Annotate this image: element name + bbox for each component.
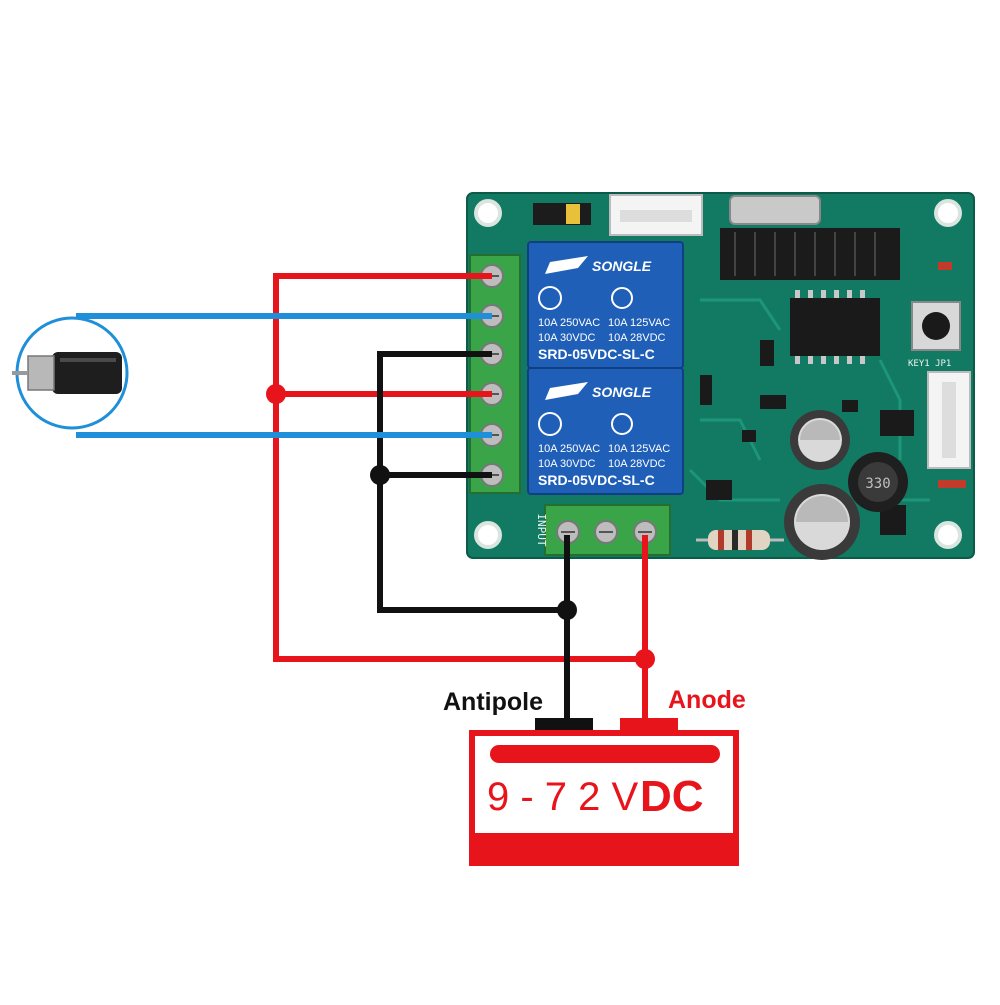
positive-pole-label: Anode bbox=[668, 686, 746, 714]
positive-wire bbox=[273, 273, 645, 662]
inductor-label: 330 bbox=[865, 476, 890, 492]
rf-module bbox=[720, 228, 900, 280]
wires bbox=[76, 273, 655, 722]
smd-components bbox=[700, 340, 914, 535]
motor-gearbox bbox=[27, 355, 55, 391]
input-label: INPUT bbox=[535, 513, 548, 546]
resistor-icon bbox=[696, 530, 784, 550]
relay-rating: 10A 30VDC bbox=[538, 458, 596, 470]
voltage-label: 9 - 7 2 V bbox=[487, 775, 639, 819]
battery-icon: 9 - 7 2 V DC bbox=[469, 718, 739, 866]
screw-terminal-icon bbox=[556, 520, 657, 544]
motor-body bbox=[52, 352, 122, 394]
negative-pole-label: Antipole bbox=[443, 688, 543, 716]
led bbox=[938, 480, 952, 488]
dc-label: DC bbox=[640, 772, 704, 821]
capacitor-icon bbox=[784, 484, 860, 560]
led bbox=[938, 262, 952, 270]
jumper-header bbox=[533, 203, 591, 225]
cqc-mark-icon bbox=[538, 286, 562, 310]
key-label: KEY1 JP1 bbox=[908, 359, 951, 369]
chip-legs bbox=[795, 290, 865, 364]
relay-rating: 10A 250VAC bbox=[538, 317, 600, 329]
crystal-oscillator bbox=[729, 195, 821, 225]
motor-highlight bbox=[60, 358, 116, 362]
relay-rating: 10A 28VDC bbox=[608, 458, 666, 470]
mounting-hole bbox=[474, 521, 502, 549]
relay-rating: 10A 30VDC bbox=[538, 332, 596, 344]
relay-body bbox=[527, 367, 684, 495]
relay-rating: 10A 125VAC bbox=[608, 443, 670, 455]
relay-board-icon: KEY1 JP1 bbox=[466, 192, 975, 560]
dc-motor-icon bbox=[12, 316, 129, 430]
inductor-icon: 330 bbox=[848, 452, 908, 512]
mounting-hole bbox=[934, 199, 962, 227]
battery-top-bar bbox=[490, 745, 720, 763]
songle-logo-icon bbox=[545, 256, 588, 274]
relays: SONGLE 10A 250VAC 10A 125VAC 10A 30VDC 1… bbox=[527, 241, 684, 495]
mounting-hole bbox=[474, 199, 502, 227]
relay-model: SRD-05VDC-SL-C bbox=[538, 472, 655, 488]
relay-rating: 10A 125VAC bbox=[608, 317, 670, 329]
key-button-cap bbox=[922, 312, 950, 340]
cqc-mark-icon bbox=[538, 412, 562, 436]
wire-junction bbox=[370, 465, 390, 485]
output-terminal bbox=[469, 254, 521, 494]
wire-junction bbox=[557, 600, 577, 620]
decoder-chip bbox=[790, 298, 880, 356]
relay-brand: SONGLE bbox=[592, 258, 652, 274]
relay-rating: 10A 250VAC bbox=[538, 443, 600, 455]
ul-mark-icon bbox=[611, 287, 633, 309]
pin-connector-right-slot bbox=[942, 382, 956, 458]
led bbox=[952, 480, 966, 488]
jumper-cap bbox=[566, 204, 580, 224]
relay-1: SONGLE 10A 250VAC 10A 125VAC 10A 30VDC 1… bbox=[527, 241, 684, 369]
mounting-hole bbox=[934, 521, 962, 549]
relay-brand: SONGLE bbox=[592, 384, 652, 400]
battery-bottom-band bbox=[472, 833, 736, 863]
relay-rating: 10A 28VDC bbox=[608, 332, 666, 344]
songle-logo-icon bbox=[545, 382, 588, 400]
capacitor-icon bbox=[790, 410, 850, 470]
relay-model: SRD-05VDC-SL-C bbox=[538, 346, 655, 362]
rf-module-pins bbox=[734, 232, 876, 276]
pin-connector-slot bbox=[620, 210, 692, 222]
relay-2: SONGLE 10A 250VAC 10A 125VAC 10A 30VDC 1… bbox=[527, 367, 684, 495]
wire-junction bbox=[635, 649, 655, 669]
ul-mark-icon bbox=[611, 413, 633, 435]
wire-junction bbox=[266, 384, 286, 404]
